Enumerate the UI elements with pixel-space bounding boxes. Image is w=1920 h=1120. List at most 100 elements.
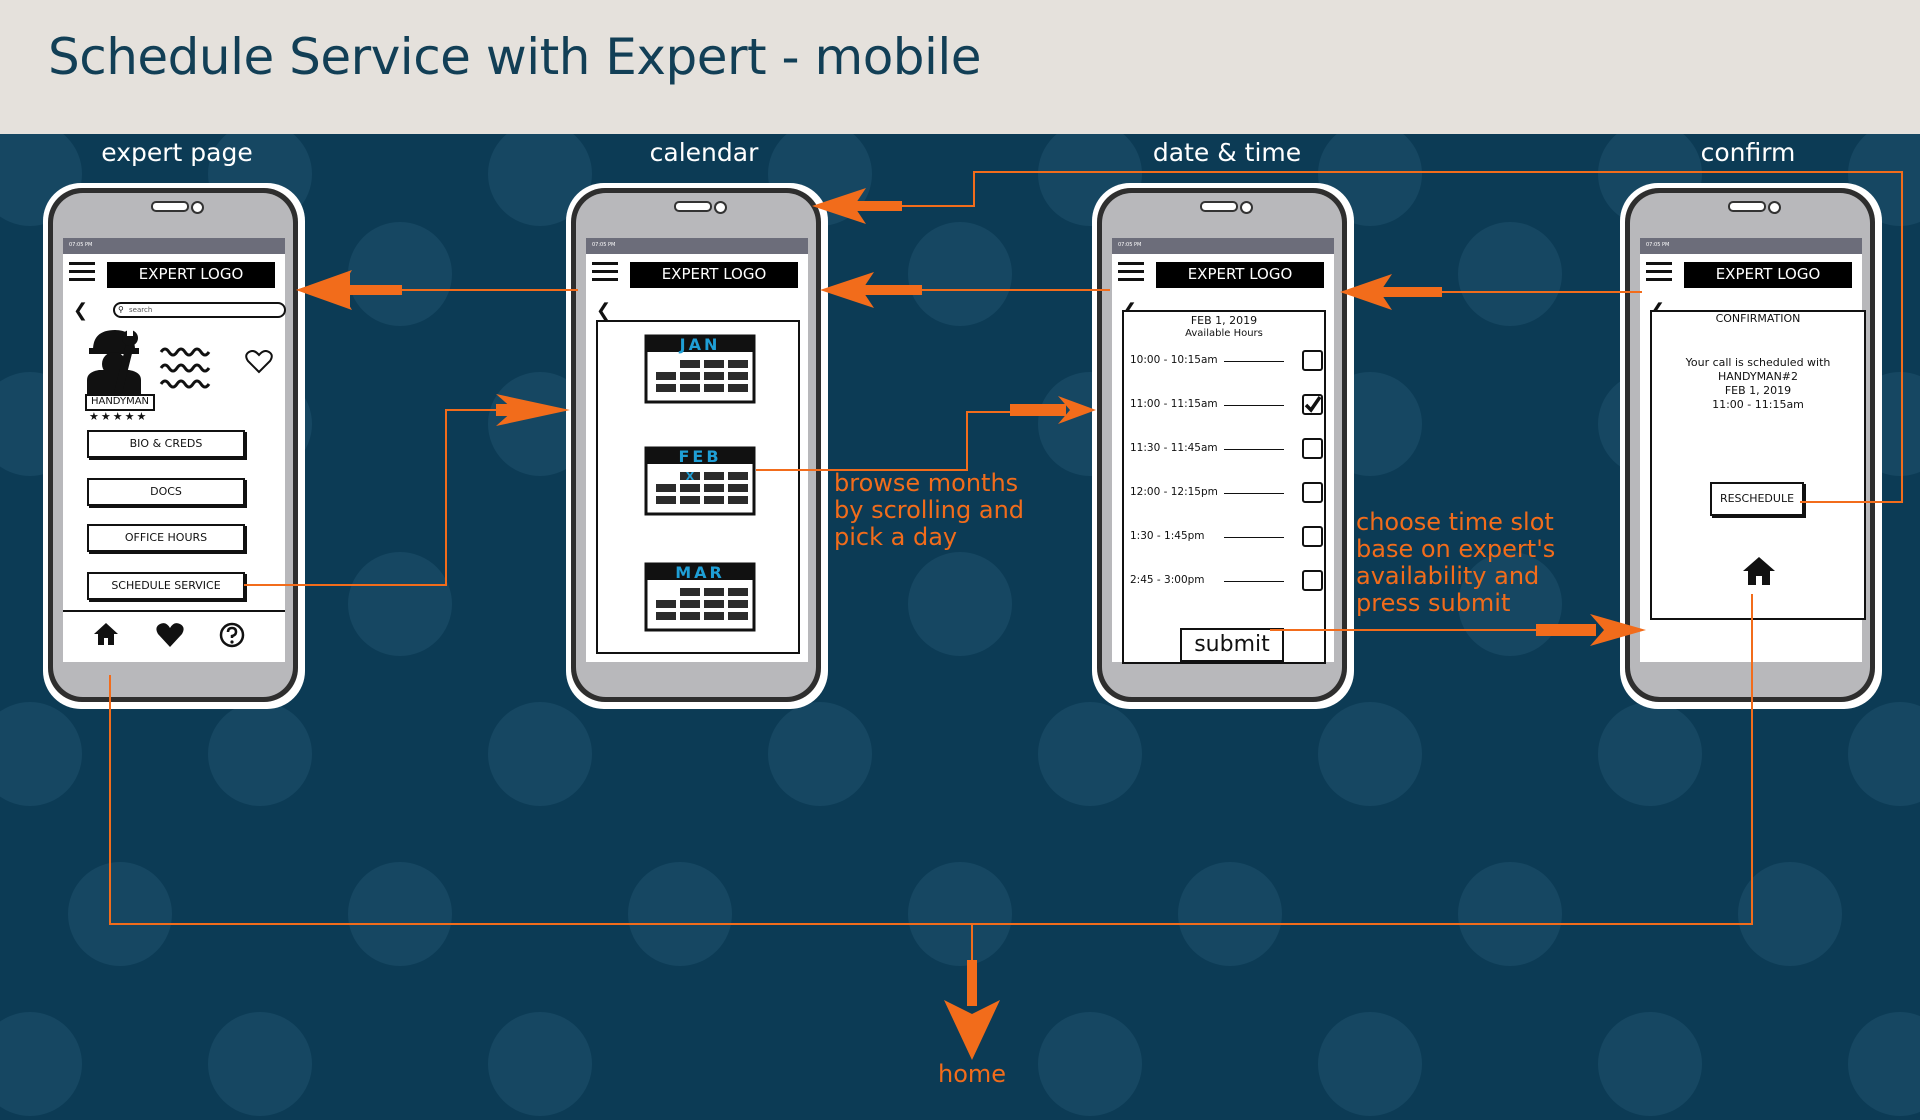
expert-logo: EXPERT LOGO	[1156, 262, 1324, 288]
time-slot-label: 2:45 - 3:00pm	[1130, 574, 1205, 586]
day-cell	[728, 496, 748, 504]
arrow-head-back-calendar	[820, 272, 874, 308]
favorite-heart-icon[interactable]	[245, 350, 273, 374]
submit-button[interactable]: submit	[1180, 628, 1284, 662]
day-cell	[728, 484, 748, 492]
time-slot-checkbox[interactable]	[1302, 570, 1323, 591]
day-cell	[680, 472, 700, 480]
docs-button[interactable]: DOCS	[87, 478, 245, 506]
day-cell	[680, 600, 700, 608]
connector-feb-to-datetime	[756, 411, 1022, 471]
office-hours-button[interactable]: OFFICE HOURS	[87, 524, 245, 552]
arrow-shaft-to-datetime	[1010, 404, 1066, 416]
phone-expert-page: 07:05 PM EXPERT LOGO ❮ ⚲search HANDYMAN …	[43, 183, 305, 709]
status-bar: 07:05 PM	[1640, 238, 1862, 254]
tabbar-divider	[63, 610, 285, 612]
time-slot-checkbox[interactable]	[1302, 394, 1323, 415]
arrow-shaft-back-expert	[340, 285, 402, 295]
annotation-browse-months: browse months by scrolling and pick a da…	[834, 469, 1025, 551]
confirmation-expert: HANDYMAN#2	[1717, 370, 1799, 383]
reschedule-button[interactable]: RESCHEDULE	[1710, 482, 1804, 516]
arrow-head-to-calendar	[496, 394, 570, 426]
time-slot-checkbox[interactable]	[1302, 350, 1323, 371]
status-bar: 07:05 PM	[1112, 238, 1334, 254]
search-input[interactable]: ⚲search	[113, 302, 286, 318]
arrow-shaft-back-calendar	[862, 285, 922, 295]
day-cell	[680, 384, 700, 392]
day-cell	[680, 588, 700, 596]
home-icon[interactable]	[93, 622, 119, 646]
arrow-head-home	[944, 1000, 1000, 1060]
arrow-head-to-datetime	[1058, 396, 1096, 424]
connector-schedule-to-calendar	[244, 409, 496, 586]
month-label-feb: FEB	[678, 447, 721, 466]
screen-expert-page: EXPERT LOGO ❮ ⚲search HANDYMAN ★★★★★	[63, 254, 286, 662]
day-cell	[704, 612, 724, 620]
confirmation-line-1: Your call is scheduled with	[1685, 356, 1831, 369]
day-cell	[728, 360, 748, 368]
speaker-icon	[151, 201, 189, 212]
day-cell	[728, 588, 748, 596]
month-label-mar: MAR	[675, 563, 725, 582]
arrow-shaft-home	[967, 960, 977, 1006]
confirmation-heading: CONFIRMATION	[1715, 312, 1801, 325]
time-slot-checkbox[interactable]	[1302, 526, 1323, 547]
months-list: JAN FEB X MAR	[644, 334, 756, 632]
day-cell	[656, 612, 676, 620]
help-icon[interactable]	[219, 622, 245, 648]
day-cell	[728, 612, 748, 620]
search-placeholder: search	[129, 306, 153, 314]
calendar-scroll-area[interactable]: JAN FEB X MAR	[596, 320, 800, 654]
time-slot-label: 10:00 - 10:15am	[1130, 354, 1218, 366]
day-cell	[704, 588, 724, 596]
time-slot-checkbox[interactable]	[1302, 482, 1323, 503]
month-feb[interactable]: FEB X	[644, 446, 756, 516]
confirmation-panel: CONFIRMATION Your call is scheduled with…	[1650, 310, 1866, 620]
camera-icon	[1240, 201, 1253, 214]
time-slot-line	[1224, 581, 1284, 582]
menu-icon[interactable]	[69, 262, 95, 282]
month-jan[interactable]: JAN	[644, 334, 756, 404]
connector-reschedule-to-calendar	[900, 171, 1903, 503]
day-cell	[704, 384, 724, 392]
rating-stars: ★★★★★	[89, 410, 149, 423]
label-calendar: calendar	[649, 138, 759, 167]
connector-home-loop	[109, 594, 1753, 925]
confirmation-date: FEB 1, 2019	[1724, 384, 1792, 397]
back-icon[interactable]: ❮	[596, 300, 612, 321]
time-slots-panel: FEB 1, 2019 Available Hours 10:00 - 10:1…	[1122, 310, 1326, 664]
time-slot-line	[1224, 537, 1284, 538]
back-icon[interactable]: ❮	[73, 300, 89, 321]
expert-logo: EXPERT LOGO	[107, 262, 275, 288]
time-slot-line	[1224, 361, 1284, 362]
time-slot-line	[1224, 449, 1284, 450]
home-icon[interactable]	[1742, 556, 1776, 586]
favorites-heart-icon[interactable]	[155, 622, 185, 648]
camera-icon	[714, 201, 727, 214]
day-cell	[656, 496, 676, 504]
day-cell	[704, 600, 724, 608]
menu-icon[interactable]	[1646, 262, 1672, 282]
time-slot-label: 11:30 - 11:45am	[1130, 442, 1218, 454]
phone-date-time: 07:05 PM EXPERT LOGO ❮ FEB 1, 2019 Avail…	[1092, 183, 1354, 709]
status-bar: 07:05 PM	[63, 238, 285, 254]
bio-creds-button[interactable]: BIO & CREDS	[87, 430, 245, 458]
day-cell	[728, 372, 748, 380]
selected-date: FEB 1, 2019	[1190, 314, 1258, 327]
menu-icon[interactable]	[1118, 262, 1144, 282]
month-mar[interactable]: MAR	[644, 562, 756, 632]
month-label-jan: JAN	[679, 335, 721, 354]
speaker-icon	[1728, 201, 1766, 212]
day-cell	[728, 600, 748, 608]
arrow-head-back-datetime	[1340, 274, 1392, 310]
selected-day-mark: X	[686, 470, 695, 483]
schedule-service-button[interactable]: SCHEDULE SERVICE	[87, 572, 245, 600]
time-slot-checkbox[interactable]	[1302, 438, 1323, 459]
camera-icon	[191, 201, 204, 214]
menu-icon[interactable]	[592, 262, 618, 282]
day-cell	[704, 472, 724, 480]
day-cell	[680, 372, 700, 380]
